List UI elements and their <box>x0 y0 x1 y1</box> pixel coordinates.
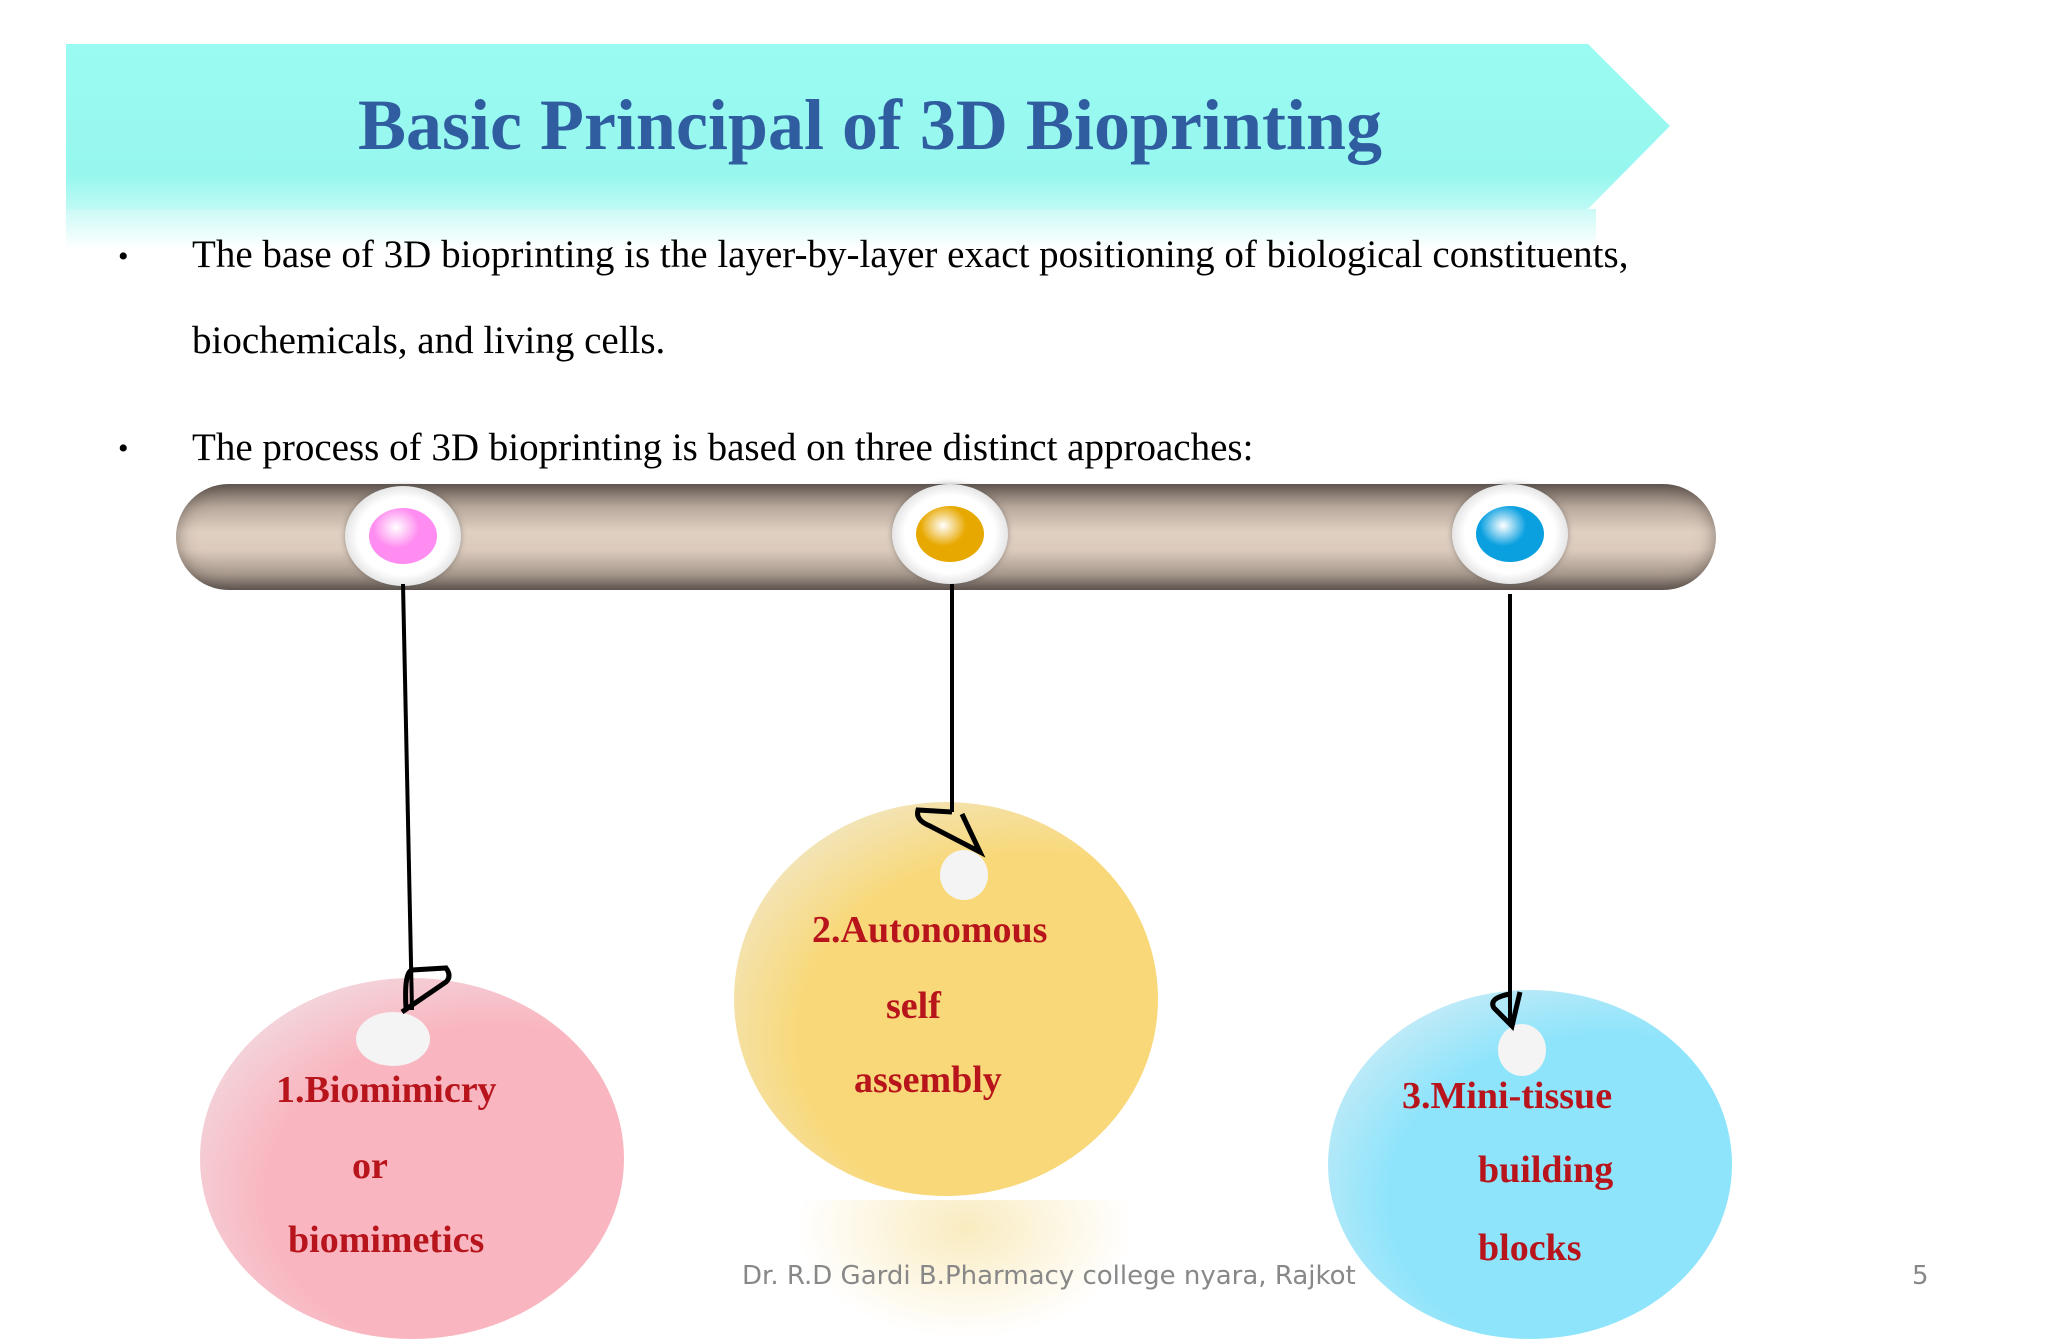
connector-hook-1 <box>400 965 452 1015</box>
approach-2-line-3: assembly <box>854 1059 1002 1101</box>
approach-1-line-3: biomimetics <box>288 1219 485 1261</box>
knob-center-yellow <box>916 506 984 562</box>
bullet-marker-1: • <box>118 240 129 273</box>
timeline-knob-yellow <box>892 484 1008 584</box>
bullet-1-line-2: biochemicals, and living cells. <box>192 319 666 362</box>
approach-2-line-1: 2.Autonomous <box>812 909 1048 951</box>
approach-1-line-1: 1.Biomimicry <box>276 1069 497 1111</box>
page-number: 5 <box>1912 1261 1929 1291</box>
slide-title: Basic Principal of 3D Bioprinting <box>357 85 1383 165</box>
title-banner <box>66 44 1670 209</box>
bubble-hole-2 <box>940 850 988 900</box>
timeline-knob-pink <box>345 486 461 586</box>
bubble-hole-1 <box>356 1012 430 1066</box>
connector-hook-2 <box>915 807 986 858</box>
bubble-hole-3 <box>1498 1024 1546 1076</box>
approach-3-line-3: blocks <box>1478 1227 1582 1269</box>
timeline-knob-blue <box>1452 484 1568 584</box>
connector-line-1 <box>401 583 414 1011</box>
approach-3-line-2: building <box>1478 1149 1614 1191</box>
knob-center-blue <box>1476 506 1544 562</box>
bullet-2-line-1: The process of 3D bioprinting is based o… <box>192 426 1254 469</box>
footer-credit: Dr. R.D Gardi B.Pharmacy college nyara, … <box>742 1261 1356 1291</box>
approach-1-line-2: or <box>352 1145 388 1187</box>
approach-3-line-1: 3.Mini-tissue <box>1402 1075 1613 1117</box>
bullet-1-line-1: The base of 3D bioprinting is the layer-… <box>192 233 1629 276</box>
approach-2-line-2: self <box>886 985 941 1027</box>
connector-hook-3 <box>1490 991 1523 1031</box>
knob-center-pink <box>369 508 437 564</box>
title-banner-fade <box>66 209 1596 249</box>
bubble-reflection <box>795 1200 1135 1339</box>
bullet-marker-2: • <box>118 432 129 465</box>
